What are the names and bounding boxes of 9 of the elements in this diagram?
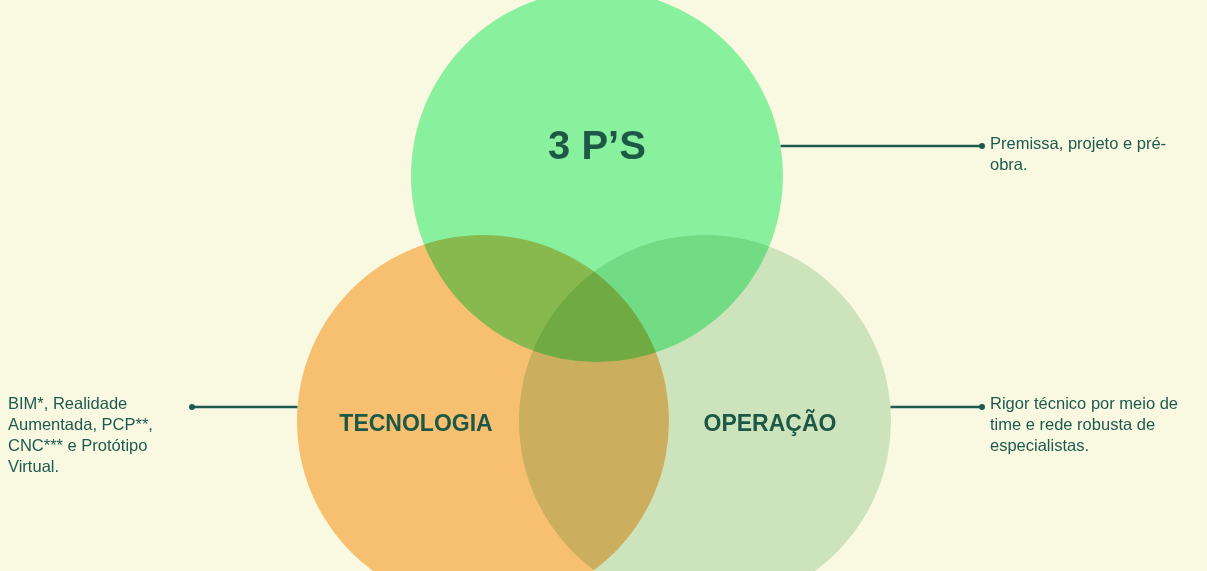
description-text: Premissa, projeto e pré-obra. (990, 133, 1190, 175)
circle-label: OPERAÇÃO (703, 409, 837, 437)
description-text: Rigor técnico por meio de time e rede robusta de especialistas. (990, 393, 1207, 456)
leader-line (780, 143, 985, 149)
leader-line (189, 404, 298, 410)
circle-label: 3 P’S (548, 122, 646, 168)
circle-label: TECNOLOGIA (339, 409, 493, 437)
description-text: BIM*, Realidade Aumentada, PCP**, CNC*** e Protótipo Virtual. (8, 393, 186, 477)
leader-line (890, 404, 985, 410)
